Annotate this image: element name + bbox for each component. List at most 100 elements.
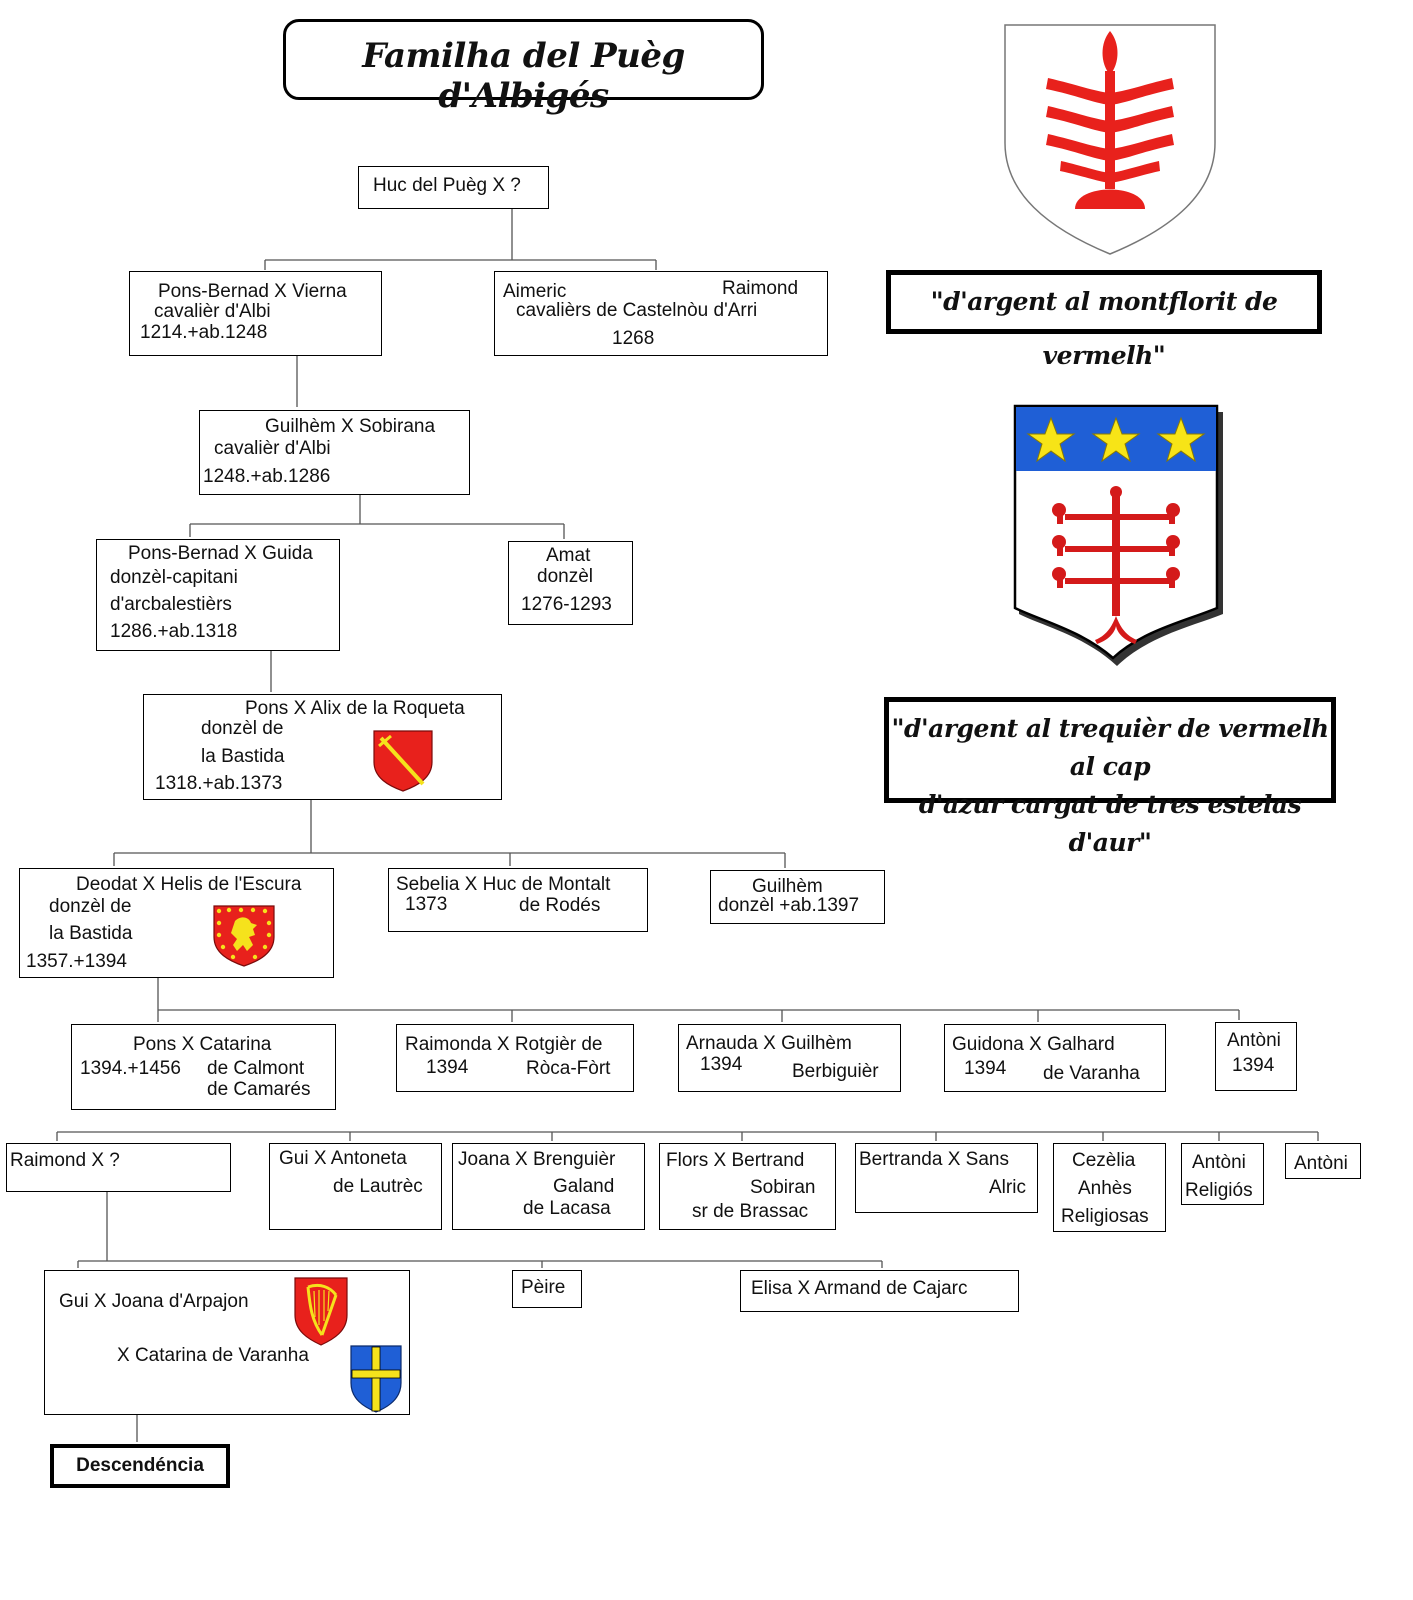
sebelia-name: Sebelia X Huc de Montalt [396,874,611,895]
guilhem-1-dates: 1248.+ab.1286 [203,466,331,487]
person-box-pons-bernad-2 [96,539,340,651]
gui-antoneta-spouse: de Lautrèc [333,1176,423,1197]
antoni-2-religios: Religiós [1185,1180,1253,1201]
pons-name: Pons X Alix de la Roqueta [245,698,465,719]
person-box-elisa [740,1270,1019,1312]
aimeric-dates: 1268 [612,328,655,349]
arnauda-name: Arnauda X Guilhèm [686,1033,852,1054]
bertranda-name: Bertranda X Sans [859,1149,1009,1170]
page-title: Familha del Puèg d'Albigés [362,36,685,116]
lion-shield-icon [213,905,275,967]
gui-joana-line: Gui X Joana d'Arpajon [59,1291,249,1312]
pons-bernad-2-dates: 1286.+ab.1318 [110,621,238,642]
raimonda-spouse: Ròca-Fòrt [526,1058,611,1079]
descendencia-box[interactable]: Descendéncia [50,1444,230,1488]
title-banner: Familha del Puèg d'Albigés [283,19,764,116]
person-box-amat [508,541,633,625]
person-box-antoni-1 [1215,1022,1297,1091]
peire-name: Pèire [521,1277,566,1298]
pons-title2: la Bastida [201,746,285,767]
deodat-title1: donzèl de [49,896,132,917]
guilhem-1-title: cavalièr d'Albi [214,438,331,459]
guilhem-2-name: Guilhèm [752,876,823,897]
person-box-raimond [6,1143,231,1192]
person-box-bertranda [855,1143,1038,1213]
person-box-guidona [944,1024,1166,1092]
person-box-guilhem-2 [710,870,885,924]
pons-catarina-spouse2: de Camarés [207,1079,311,1100]
guidona-name: Guidona X Galhard [952,1034,1115,1055]
religiosas-label: Religiosas [1061,1206,1149,1227]
raimond-brother-name: Raimond [722,278,799,299]
person-box-pons-bernad-1 [129,271,382,356]
bertranda-spouse: Alric [989,1177,1026,1198]
gui-antoneta-name: Gui X Antoneta [279,1148,407,1169]
person-box-pons-alix [143,694,502,800]
person-box-antoni-2 [1181,1143,1264,1205]
motto-trequier-line1: "d'argent al trequièr de vermelh al cap [891,714,1329,781]
guidona-date: 1394 [964,1058,1007,1079]
person-box-deodat [19,868,334,978]
person-box-guilhem-1 [199,410,470,495]
motto-trequier: "d'argent al trequièr de vermelh al cap … [884,697,1336,857]
pons-bernad-1-title: cavalièr d'Albi [154,301,271,322]
person-box-flors [659,1143,836,1230]
guilhem-1-name: Guilhèm X Sobirana [265,416,436,437]
antoni-1-name: Antòni [1227,1030,1281,1051]
pons-bernad-2-title2: d'arcbalestièrs [110,594,232,615]
pons-bernad-2-name: Pons-Bernad X Guida [128,543,313,564]
arnauda-date: 1394 [700,1054,743,1075]
person-box-peire [512,1270,582,1308]
pons-title1: donzèl de [201,718,284,739]
trequier-shield-icon [1013,404,1223,666]
descendencia-label: Descendéncia [76,1455,204,1476]
harp-shield-icon [294,1277,348,1346]
flors-name: Flors X Bertrand [666,1150,805,1171]
deodat-dates: 1357.+1394 [26,951,127,972]
pons-catarina-dates: 1394.+1456 [80,1058,181,1079]
person-box-joana [452,1143,645,1230]
pons-bernad-2-title1: donzèl-capitani [110,567,238,588]
person-box-antoni-3 [1285,1143,1361,1179]
guidona-spouse: de Varanha [1043,1063,1140,1084]
person-box-gui-joana [44,1270,410,1415]
antoni-1-date: 1394 [1232,1055,1275,1076]
motto-montflorit-text: "d'argent al montflorit de vermelh" [930,287,1278,370]
amat-name: Amat [546,545,591,566]
deodat-title2: la Bastida [49,923,133,944]
joana-spouse2: de Lacasa [523,1198,611,1219]
pons-dates: 1318.+ab.1373 [155,773,283,794]
flors-spouse2: sr de Brassac [692,1201,809,1222]
amat-dates: 1276-1293 [521,594,612,615]
cross-shield-icon [350,1345,402,1413]
deodat-name: Deodat X Helis de l'Escura [76,874,302,895]
huc-name: Huc del Puèg X ? [373,175,521,196]
joana-name: Joana X Brenguièr [458,1149,616,1170]
pons-catarina-name: Pons X Catarina [133,1034,272,1055]
pons-bernad-1-name: Pons-Bernad X Vierna [158,281,347,302]
antoni-2-name: Antòni [1192,1152,1246,1173]
gui-catarina-line: X Catarina de Varanha [117,1345,309,1366]
raimond-name: Raimond X ? [10,1150,120,1171]
montflorit-shield-icon [1004,24,1216,255]
anhes-name: Anhès [1078,1178,1132,1199]
person-box-aimeric-raimond [494,271,828,356]
person-box-gui-antoneta [269,1143,442,1230]
person-box-pons-catarina [71,1024,336,1110]
aimeric-name: Aimeric [503,281,567,302]
person-box-huc [358,166,549,209]
guilhem-2-title: donzèl +ab.1397 [718,895,860,916]
raimonda-date: 1394 [426,1057,469,1078]
pons-catarina-spouse1: de Calmont [207,1058,305,1079]
person-box-raimonda [396,1024,634,1092]
raimonda-name: Raimonda X Rotgièr de [405,1034,603,1055]
motto-trequier-line2: d'azur cargat de tres estelas d'aur" [918,790,1302,857]
antoni-3-name: Antòni [1294,1153,1348,1174]
amat-title: donzèl [537,566,593,587]
elisa-name: Elisa X Armand de Cajarc [751,1278,968,1299]
person-box-cezelia-anhes [1053,1143,1166,1232]
sebelia-place: de Rodés [519,895,601,916]
person-box-sebelia [388,868,648,932]
aimeric-title: cavalièrs de Castelnòu d'Arri [516,300,758,321]
